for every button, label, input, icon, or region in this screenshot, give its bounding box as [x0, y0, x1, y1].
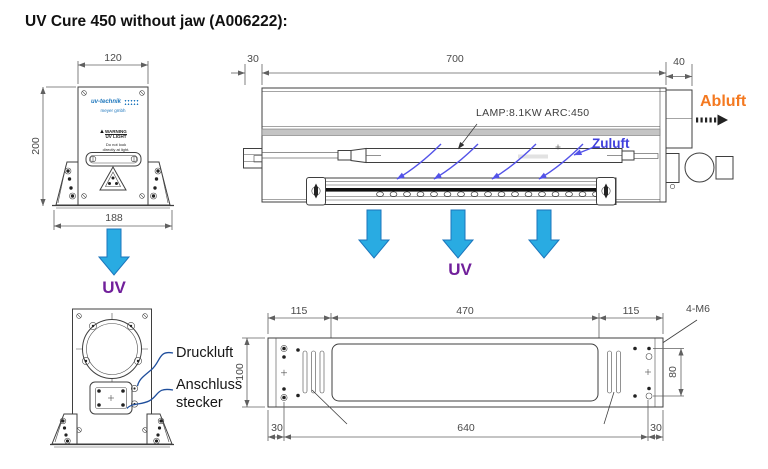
zuluft-label: Zuluft	[592, 136, 630, 151]
dim-side-right: 40	[673, 56, 685, 68]
blower-opening	[76, 313, 148, 385]
dim-bottom-30L: 30	[271, 422, 283, 434]
zuluft-flow-arrows	[396, 143, 595, 180]
cooling-channel-band	[261, 128, 661, 136]
dim-bottom-right115: 115	[622, 305, 640, 317]
left-end-holes	[280, 345, 348, 425]
uv-arrows-side	[357, 209, 561, 259]
dim-bottom-30R: 30	[650, 422, 662, 434]
nameplate-uv-light: UV LIGHT	[105, 134, 127, 139]
anschluss-label-line2: stecker	[176, 395, 223, 411]
nameplate-caution2: directly at light.	[102, 146, 130, 152]
abluft-arrow	[696, 114, 728, 126]
warning-triangle-icon: ▲	[99, 129, 105, 135]
uv-lamp	[261, 144, 659, 164]
radiation-warning-icon	[99, 165, 127, 191]
plug-connector	[89, 381, 139, 415]
lamp-aperture-bar	[318, 188, 600, 192]
air-connector-right	[665, 152, 734, 190]
dim-bottom-640: 640	[457, 422, 475, 434]
nameplate-brand: uv-technik	[91, 99, 122, 105]
corner-screws	[81, 90, 145, 199]
bottom-view-drawing	[242, 313, 698, 441]
reflector-assembly	[306, 177, 617, 206]
front-view-drawing	[40, 61, 174, 276]
uv-label-front: UV	[102, 278, 126, 297]
rear-view-drawing	[50, 308, 174, 448]
lamp-inscription	[518, 154, 548, 159]
dim-front-width: 120	[104, 52, 122, 64]
lamp-bracket-left	[243, 148, 263, 169]
dim-front-base: 188	[105, 212, 123, 224]
anschluss-label-line1: Anschluss	[176, 377, 243, 393]
dim-bottom-left115: 115	[290, 305, 308, 317]
dim-side-length: 700	[446, 53, 464, 65]
logo-dots	[124, 99, 139, 106]
handle-slot	[85, 152, 142, 167]
side-view-drawing	[231, 62, 734, 259]
holes-label: 4-M6	[686, 303, 710, 315]
dim-side-left: 30	[247, 53, 259, 65]
druckluft-label: Druckluft	[176, 345, 234, 361]
nameplate-warning: WARNING	[104, 129, 127, 135]
mounting-foot-left	[55, 161, 79, 206]
mounting-foot-rear-right	[146, 413, 173, 445]
dim-front-height: 200	[30, 137, 42, 155]
anschluss-leader	[126, 388, 174, 409]
lamp-label: LAMP:8.1KW ARC:450	[476, 107, 590, 119]
right-end-holes	[603, 346, 653, 425]
nameplate-brand-sub: meyer gmbh	[100, 108, 126, 113]
dim-bottom-100: 100	[234, 363, 246, 381]
mounting-foot-right	[147, 161, 171, 206]
druckluft-leader	[136, 351, 174, 387]
nameplate-warning-row: ▲WARNING	[99, 120, 127, 138]
corner-screws-rear	[76, 313, 148, 433]
exhaust-duct	[665, 89, 693, 149]
abluft-label: Abluft	[700, 93, 747, 110]
mounting-foot-rear-left	[51, 413, 78, 445]
lamp-label-leader	[457, 123, 478, 150]
nameplate-caution1: Do not look	[105, 141, 127, 147]
dim-bottom-470: 470	[456, 305, 474, 317]
uv-label-side: UV	[448, 260, 472, 279]
uv-arrow-front	[97, 228, 131, 276]
page-title: UV Cure 450 without jaw (A006222):	[25, 13, 288, 30]
reflector-clips	[376, 191, 600, 197]
dim-bottom-80: 80	[667, 366, 679, 378]
